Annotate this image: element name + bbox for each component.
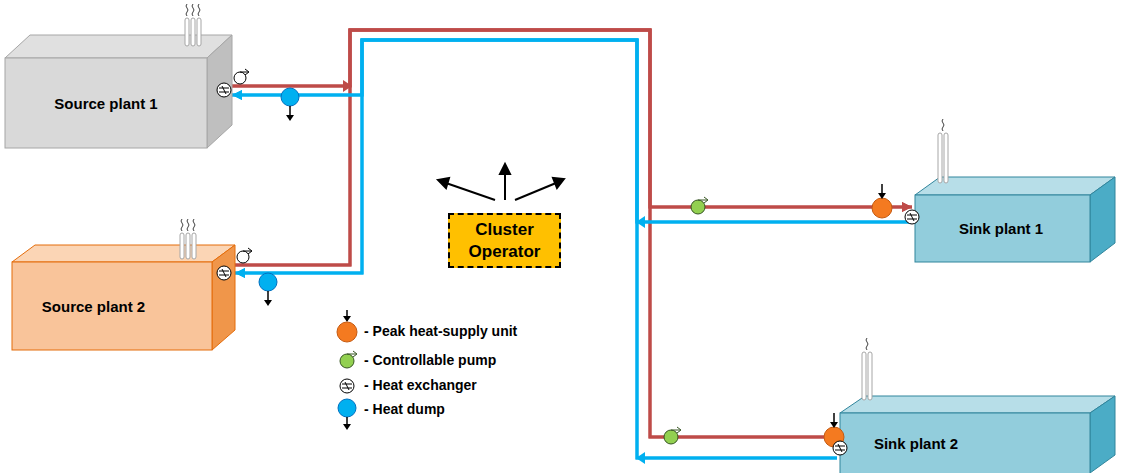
legend-symbol [337, 310, 357, 430]
plant-box [12, 245, 235, 350]
plant-box [5, 35, 232, 148]
supply-pipe [232, 30, 912, 207]
sink-plant: Sink plant 1 [912, 177, 1115, 262]
plant-box [840, 396, 1115, 473]
supply-pipe [235, 30, 912, 265]
control-arrow [438, 164, 564, 200]
supply-pipe [235, 30, 837, 437]
return-pipe [235, 40, 837, 458]
node-label: Source plant 2 [42, 298, 145, 315]
plant-box [915, 177, 1115, 262]
controllable-pump [664, 197, 708, 444]
legend-label: - Controllable pump [364, 352, 496, 368]
node-label: Cluster Operator [458, 219, 551, 262]
heat-exchanger [217, 83, 919, 455]
supply-pipe [232, 30, 837, 437]
peak-heat-unit [824, 184, 892, 447]
cluster-operator: Cluster Operator [448, 213, 561, 268]
return-pipe [235, 40, 912, 273]
chimney [180, 18, 948, 400]
legend-label: - Peak heat-supply unit [364, 323, 517, 339]
return-pipe [232, 40, 837, 458]
legend-label: - Heat dump [364, 401, 445, 417]
node-label: Sink plant 2 [874, 435, 958, 452]
sink-plant: Sink plant 2 [837, 396, 1115, 473]
heat-dump [259, 88, 299, 306]
node-label: Sink plant 1 [959, 220, 1043, 237]
flow-arrow [343, 80, 645, 464]
node-label: Source plant 1 [54, 95, 157, 112]
source-plant: Source plant 2 [12, 245, 235, 350]
source-plant: Source plant 1 [5, 35, 232, 148]
pump-symbol [234, 69, 252, 263]
return-pipe [232, 40, 912, 222]
smoke [181, 4, 944, 350]
legend-label: - Heat exchanger [364, 377, 477, 393]
